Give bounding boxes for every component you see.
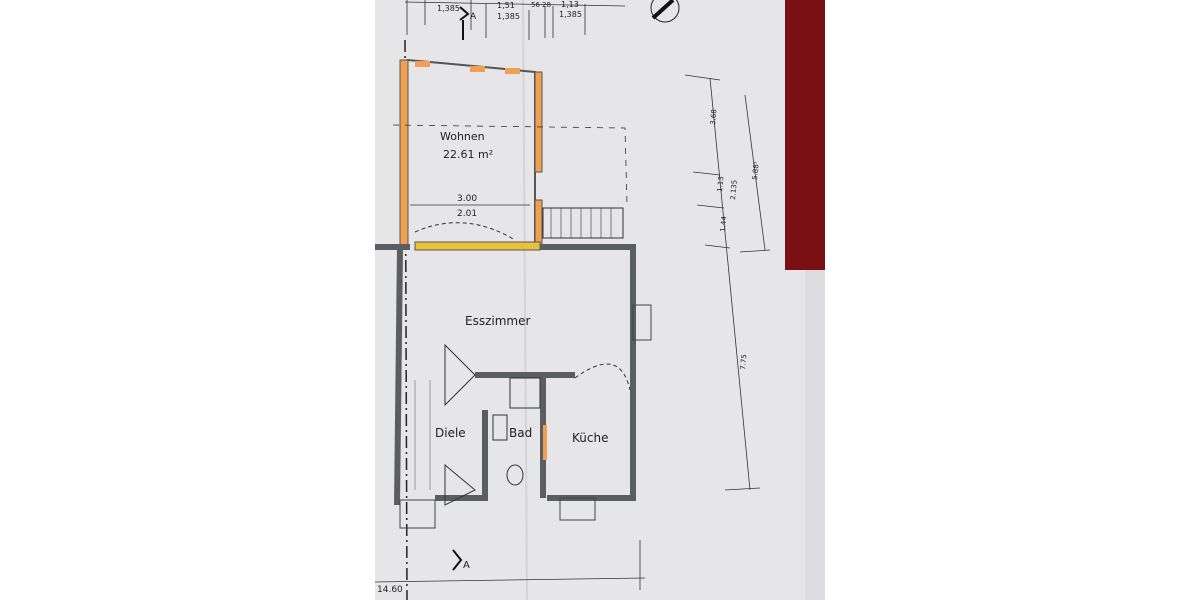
dim-top-5: 28 <box>542 1 551 9</box>
dim-top-2: 1,51 <box>497 1 515 10</box>
sink-icon <box>492 414 508 441</box>
red-background <box>785 0 825 270</box>
section-mark-bottom: A <box>463 560 470 571</box>
section-arrow-bottom-icon <box>452 549 463 571</box>
north-arrow-icon <box>650 0 680 23</box>
dim-right-2: 1.13 <box>716 176 725 192</box>
dim-top-7: 1,385 <box>559 10 582 19</box>
dim-right-5: 7.75 <box>739 354 748 370</box>
paper <box>375 0 825 600</box>
dim-wohnen-2: 2.01 <box>457 209 477 219</box>
room-area-wohnen: 22.61 m² <box>443 148 493 161</box>
paper-fold <box>522 0 528 600</box>
dim-right-4: 1.44 <box>719 215 728 232</box>
room-label-wohnen: Wohnen <box>440 130 485 143</box>
room-label-bad: Bad <box>509 426 532 440</box>
dim-right-3: 2.135 <box>729 180 739 201</box>
dim-top-4: 56 <box>531 1 540 9</box>
dim-wohnen-1: 3.00 <box>457 194 477 204</box>
dim-top-3: 1,385 <box>497 12 520 21</box>
top-dimensions <box>404 0 626 40</box>
shower-icon <box>509 377 541 409</box>
floor-plan-photo: 1,385 1,51 1,385 56 28 1,13 1,385 A Wohn… <box>375 0 825 600</box>
room-label-diele: Diele <box>435 426 466 440</box>
dim-right-inner: 5.88⁵ <box>751 161 761 180</box>
dim-right-1: 3.68 <box>709 109 718 125</box>
dim-top-1: 1,385 <box>437 4 460 13</box>
dim-bottom-total: 14.60 <box>377 585 403 595</box>
room-label-kueche: Küche <box>572 431 608 445</box>
right-dimensions <box>684 74 771 491</box>
dim-top-6: 1,13 <box>561 0 579 9</box>
section-arrow-top-icon <box>459 6 470 21</box>
toilet-icon <box>506 464 524 486</box>
section-mark-top: A <box>470 12 477 22</box>
paper-edge <box>805 270 825 600</box>
room-label-esszimmer: Esszimmer <box>465 314 530 328</box>
